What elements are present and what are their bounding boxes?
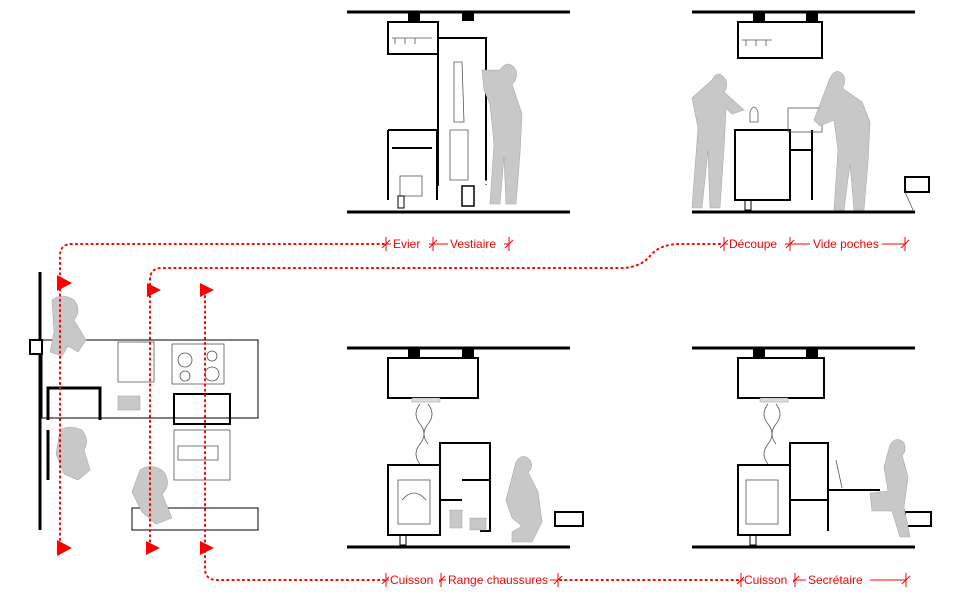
section-evier-vestiaire [347, 10, 570, 214]
section-cuisson-range-chaussures [347, 346, 584, 549]
section-cuisson-secretaire [692, 346, 932, 549]
arrow-marker [200, 283, 214, 297]
label-vide-poches: Vide poches [813, 237, 879, 251]
arrow-marker [57, 275, 72, 291]
arrow-marker [57, 540, 72, 556]
section-decoupe-vide-poches [691, 10, 930, 214]
kitchen-plan [29, 272, 259, 531]
label-vestiaire: Vestiaire [450, 237, 496, 251]
route-bottom [204, 295, 740, 581]
label-range-chaussures: Range chaussures [448, 573, 548, 587]
label-cuisson-2: Cuisson [744, 573, 787, 587]
labels: Evier Vestiaire Découpe Vide poches Cuis… [389, 236, 882, 587]
label-cuisson-1: Cuisson [390, 573, 433, 587]
label-evier: Evier [393, 237, 420, 251]
label-decoupe: Découpe [729, 237, 777, 251]
arrow-marker [147, 283, 161, 297]
route-top [59, 243, 385, 549]
label-secretaire: Secrétaire [808, 573, 863, 587]
route-middle [149, 243, 723, 549]
arrow-marker [200, 541, 214, 555]
arrow-marker [146, 541, 160, 555]
